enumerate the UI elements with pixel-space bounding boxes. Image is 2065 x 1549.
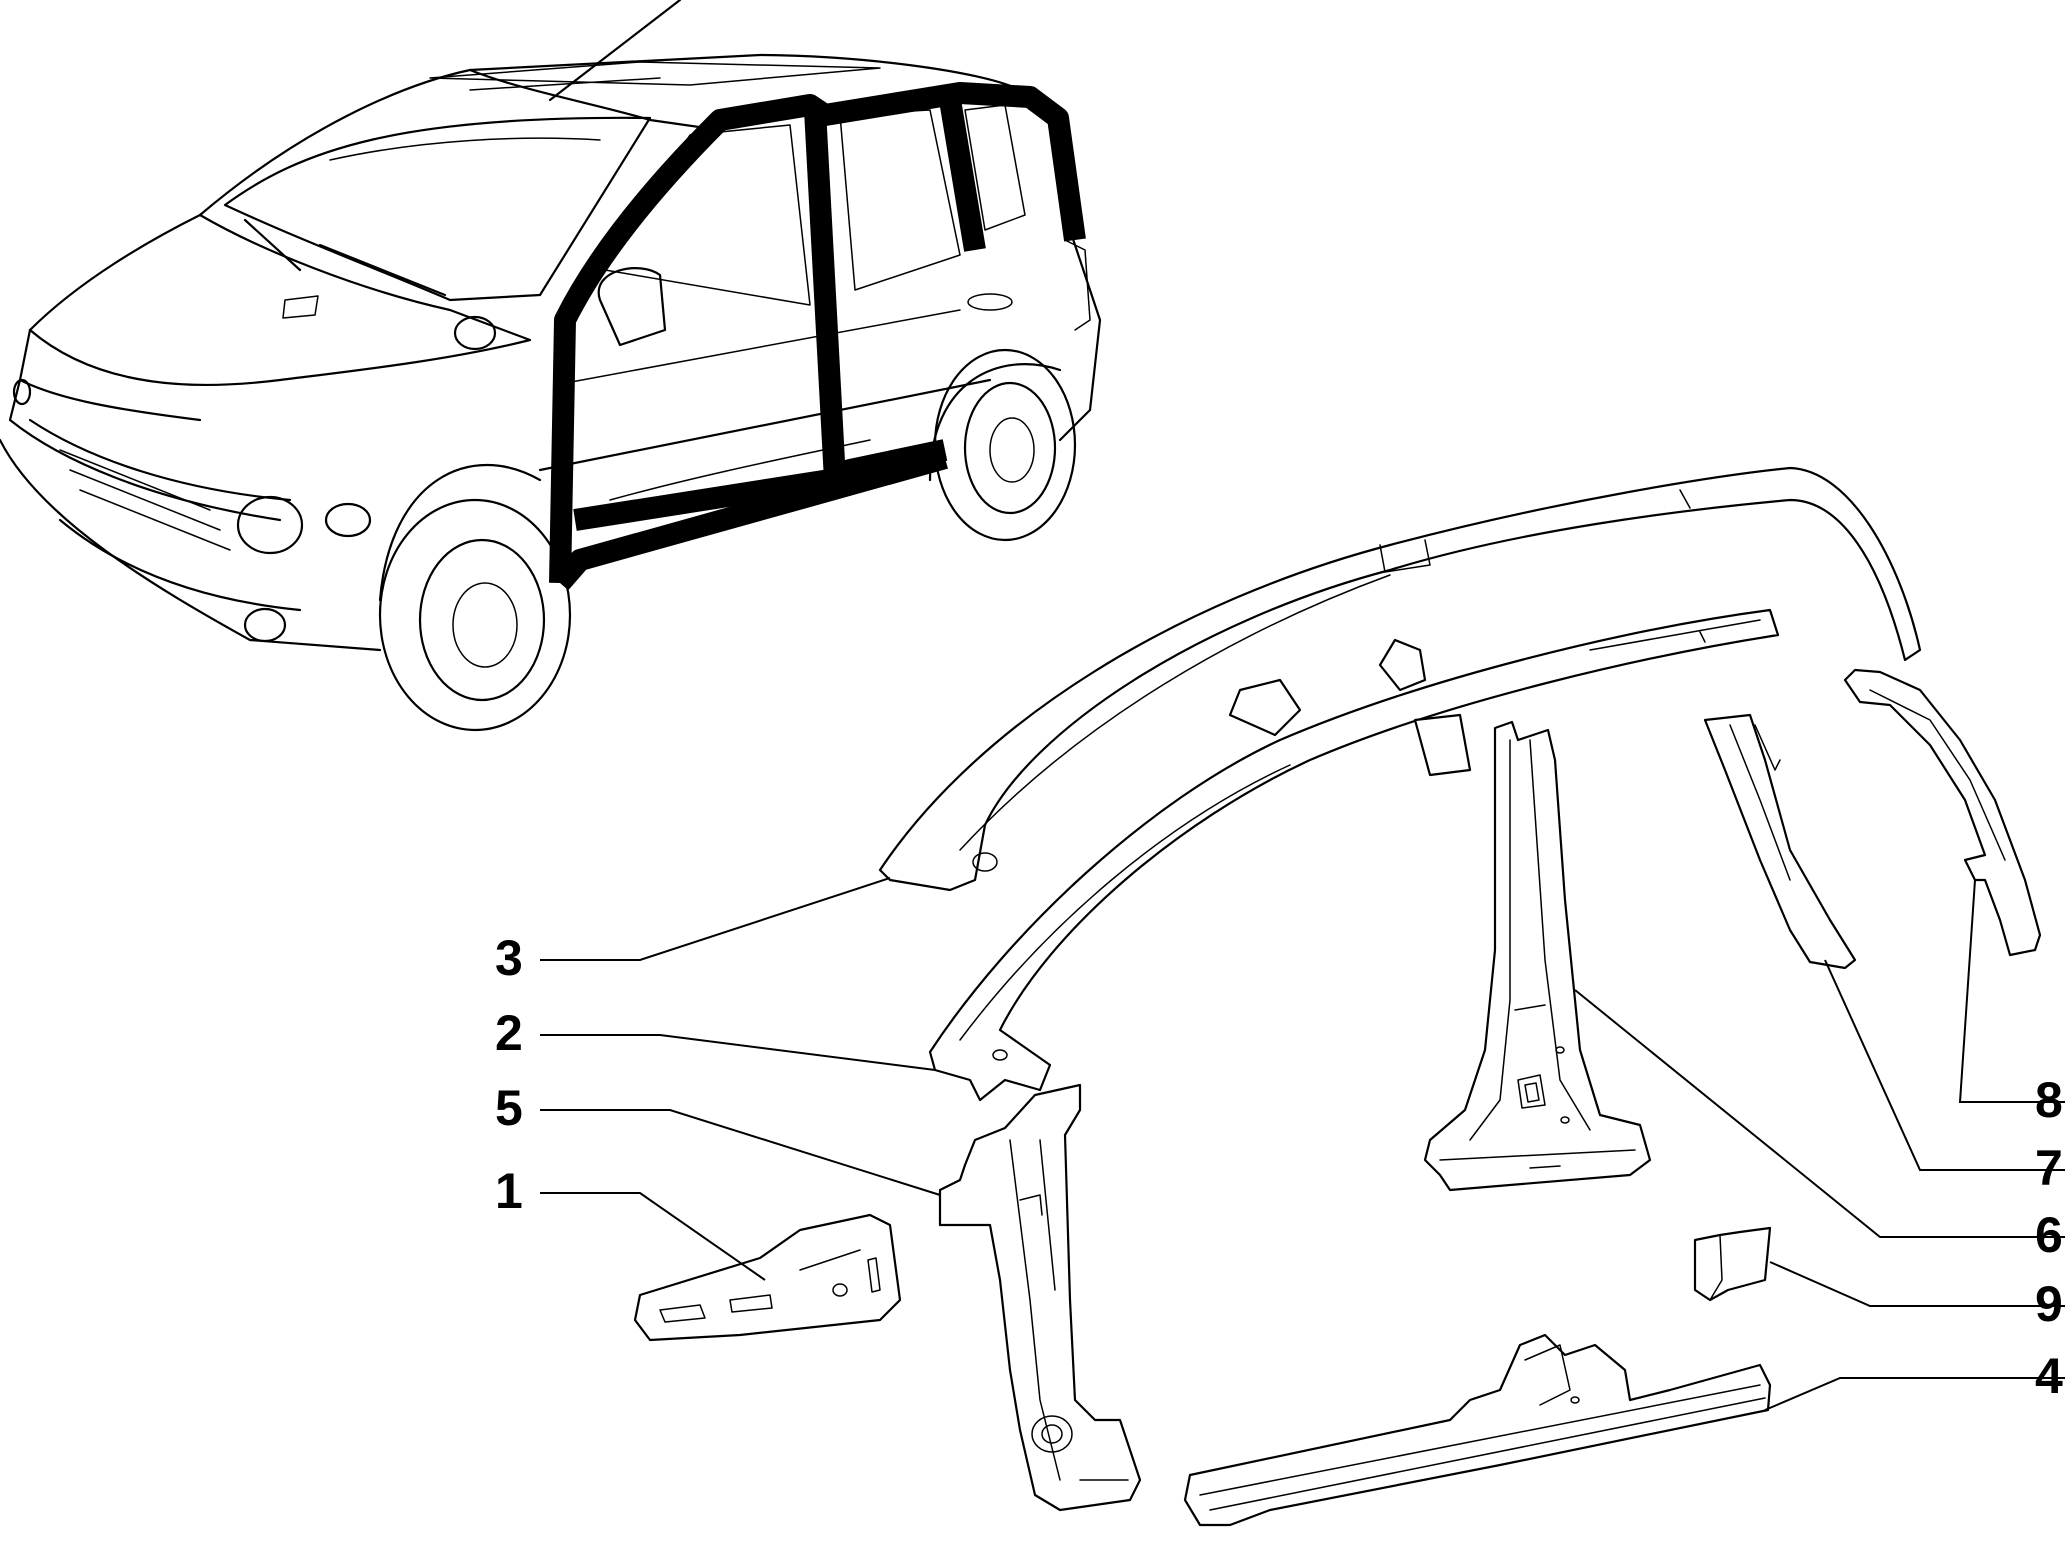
callout-3: 3 — [495, 930, 523, 986]
part-4-side-sill — [1183, 1333, 1772, 1527]
callout-1: 1 — [495, 1163, 523, 1219]
leader-2 — [540, 1034, 936, 1071]
callout-7: 7 — [2035, 1140, 2063, 1196]
leader-9 — [1769, 1261, 2065, 1307]
part-7-c-pillar-insert — [1703, 713, 1857, 970]
part-1-front-reinforcement — [633, 1213, 902, 1342]
structure-highlight-b-pillar — [804, 109, 846, 481]
vehicle-overview — [0, 0, 1102, 732]
leader-lines — [540, 877, 2065, 1411]
leader-4 — [1764, 1377, 2065, 1411]
part-8-rear-pillar-reinforcement — [1843, 668, 2042, 957]
callout-2: 2 — [495, 1005, 523, 1061]
callout-8: 8 — [2035, 1072, 2063, 1128]
leader-3 — [540, 877, 891, 961]
callout-9: 9 — [2035, 1276, 2063, 1332]
structure-highlight-door-bottom — [573, 439, 948, 531]
callout-4: 4 — [2035, 1348, 2063, 1404]
part-2-a-pillar-roof-rail — [928, 608, 1780, 1102]
structure-highlight-c-pillar — [939, 98, 986, 252]
callout-labels: 3 2 5 1 8 7 6 9 4 — [495, 930, 2063, 1404]
callout-5: 5 — [495, 1080, 523, 1136]
part-3-roof-side-rail — [878, 466, 1922, 892]
leader-6 — [1574, 989, 2065, 1238]
part-9-small-bracket — [1693, 1226, 1772, 1302]
callout-6: 6 — [2035, 1207, 2063, 1263]
part-5-a-pillar-lower — [938, 1083, 1142, 1512]
leader-5 — [540, 1109, 941, 1196]
part-6-b-pillar — [1423, 720, 1652, 1192]
leader-7 — [1824, 959, 2065, 1171]
leader-1 — [540, 1192, 766, 1281]
leader-8 — [1958, 879, 2065, 1103]
